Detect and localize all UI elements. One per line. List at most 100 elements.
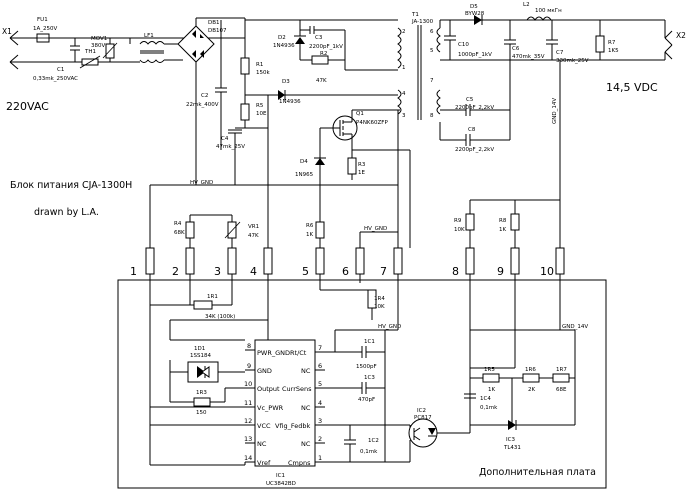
svg-text:D2: D2 [278,35,286,41]
resistor-r1: R1 150k [240,20,270,95]
svg-text:NC: NC [301,440,311,448]
svg-text:VR1: VR1 [248,224,259,230]
resistor-1r3: 1R3 150 [170,387,245,416]
resistor-1r1: 1R1 34K (100k) [150,294,235,320]
svg-text:D3: D3 [282,79,290,85]
svg-text:2200pF_1kV: 2200pF_1kV [309,44,343,50]
input-voltage-label: 220VAC [6,100,49,113]
svg-text:2K: 2K [528,387,535,393]
svg-text:5: 5 [318,380,322,388]
svg-text:4: 4 [402,91,406,97]
svg-text:R5: R5 [256,103,264,109]
resistor-r6: R6 1K [306,220,325,248]
capacitor-c6: C6 470mk_35V [504,20,545,60]
svg-text:VCC: VCC [257,422,271,430]
svg-text:47K: 47K [248,233,259,239]
input-connector-x1: X1 [2,27,19,70]
svg-text:1R3: 1R3 [196,390,207,396]
capacitor-1c3: 1C3 470pF [358,375,385,403]
svg-text:Vc_PWR: Vc_PWR [257,404,284,412]
svg-text:3: 3 [318,417,322,425]
svg-text:10K: 10K [454,227,465,233]
svg-text:IC2: IC2 [417,408,426,414]
transformer-t1: T1 JA-1300 2 1 4 3 6 5 7 8 [397,12,441,120]
pin-label-9: 9 [497,265,504,278]
capacitor-c1: C1 0,33mk_250VAC [33,38,80,82]
svg-text:1C1: 1C1 [364,339,375,345]
svg-text:1R5: 1R5 [484,367,495,373]
svg-text:IC1: IC1 [276,473,285,479]
svg-text:R8: R8 [499,218,507,224]
svg-text:IC3: IC3 [506,437,515,443]
line-filter-lf1: LF1 [115,33,183,63]
capacitor-c4: C4 47mk_25V [216,127,245,185]
diode-d2: D2 1N4936 [273,20,306,60]
svg-text:1N4936: 1N4936 [279,99,301,105]
svg-text:14: 14 [244,454,252,462]
capacitor-c8: C8 2200pF_2,2kV [439,122,510,153]
svg-text:47mk_25V: 47mk_25V [216,144,245,150]
svg-text:330mk_25V: 330mk_25V [556,58,589,64]
resistor-1r7: 1R7 68E [552,367,575,393]
capacitor-c2: C2 22mk_400V [186,20,227,150]
svg-text:0,1mk: 0,1mk [480,405,498,411]
svg-text:R3: R3 [358,162,366,168]
net-hv-gnd: HV_GND [190,180,213,186]
fuse-fu1: FU1 1A_250V [33,17,58,43]
zener-d4: D4 1N965 [295,150,326,178]
svg-text:6: 6 [318,362,322,370]
svg-text:1R6: 1R6 [525,367,536,373]
svg-text:TH1: TH1 [84,49,96,55]
pin-label-10: 10 [540,265,554,278]
svg-text:3: 3 [402,113,406,119]
pin-label-1: 1 [130,265,137,278]
resistor-r7: R7 1K5 [595,20,619,60]
svg-text:380V: 380V [91,43,105,49]
svg-text:1K: 1K [488,387,495,393]
svg-text:0,1mk: 0,1mk [360,449,378,455]
svg-text:MOV1: MOV1 [91,36,107,42]
svg-text:FU1: FU1 [37,17,48,23]
svg-text:1SS184: 1SS184 [190,353,211,359]
diagram-title: Блок питания CJA-1300H [10,180,132,191]
svg-text:34K (100k): 34K (100k) [205,314,235,320]
svg-text:Vfig_Fedbk: Vfig_Fedbk [275,422,311,430]
svg-text:1500pF: 1500pF [356,364,377,370]
diode-d3: D3 1N4936 [268,79,301,105]
svg-text:1C2: 1C2 [368,438,379,444]
x1-label: X1 [2,27,12,36]
pin-label-2: 2 [172,265,179,278]
pin-label-7: 7 [380,265,387,278]
svg-text:Cmpns: Cmpns [288,459,311,467]
svg-text:CurrSens: CurrSens [282,385,312,393]
svg-text:PC817: PC817 [414,415,432,421]
svg-text:R4: R4 [174,221,182,227]
svg-text:1: 1 [318,454,322,462]
svg-text:1K: 1K [306,232,313,238]
svg-text:11: 11 [244,399,252,407]
svg-text:470mk_35V: 470mk_35V [512,54,545,60]
ic1-uc3842: 8 PWR_GND 9 GND 10 Output 11 Vc_PWR 12 V… [244,339,325,487]
svg-text:1K: 1K [499,227,506,233]
svg-text:10: 10 [244,380,252,388]
svg-text:C4: C4 [221,136,229,142]
capacitor-c3: C3 2200pF_1kV [300,26,345,50]
svg-text:1R7: 1R7 [556,367,567,373]
resistor-r5: R5 10E [240,95,267,128]
capacitor-c5: C5 2200pF_2,2kV [440,97,510,116]
svg-text:DB1: DB1 [208,20,220,26]
inductor-l2: L2 100 мкГн [523,2,562,21]
svg-text:R9: R9 [454,218,462,224]
resistor-r2: R2 47K [300,51,345,84]
svg-text:47K: 47K [316,78,327,84]
board-caption: Дополнительная плата [479,467,596,478]
svg-text:1N965: 1N965 [295,172,314,178]
svg-text:LF1: LF1 [144,33,154,39]
svg-text:1C4: 1C4 [480,396,491,402]
resistor-1r5: 1R5 1K [470,367,515,393]
capacitor-c7: C7 330mk_25V [546,20,589,64]
pin-label-8: 8 [452,265,459,278]
svg-text:1A_250V: 1A_250V [33,26,58,32]
svg-text:NC: NC [301,404,311,412]
